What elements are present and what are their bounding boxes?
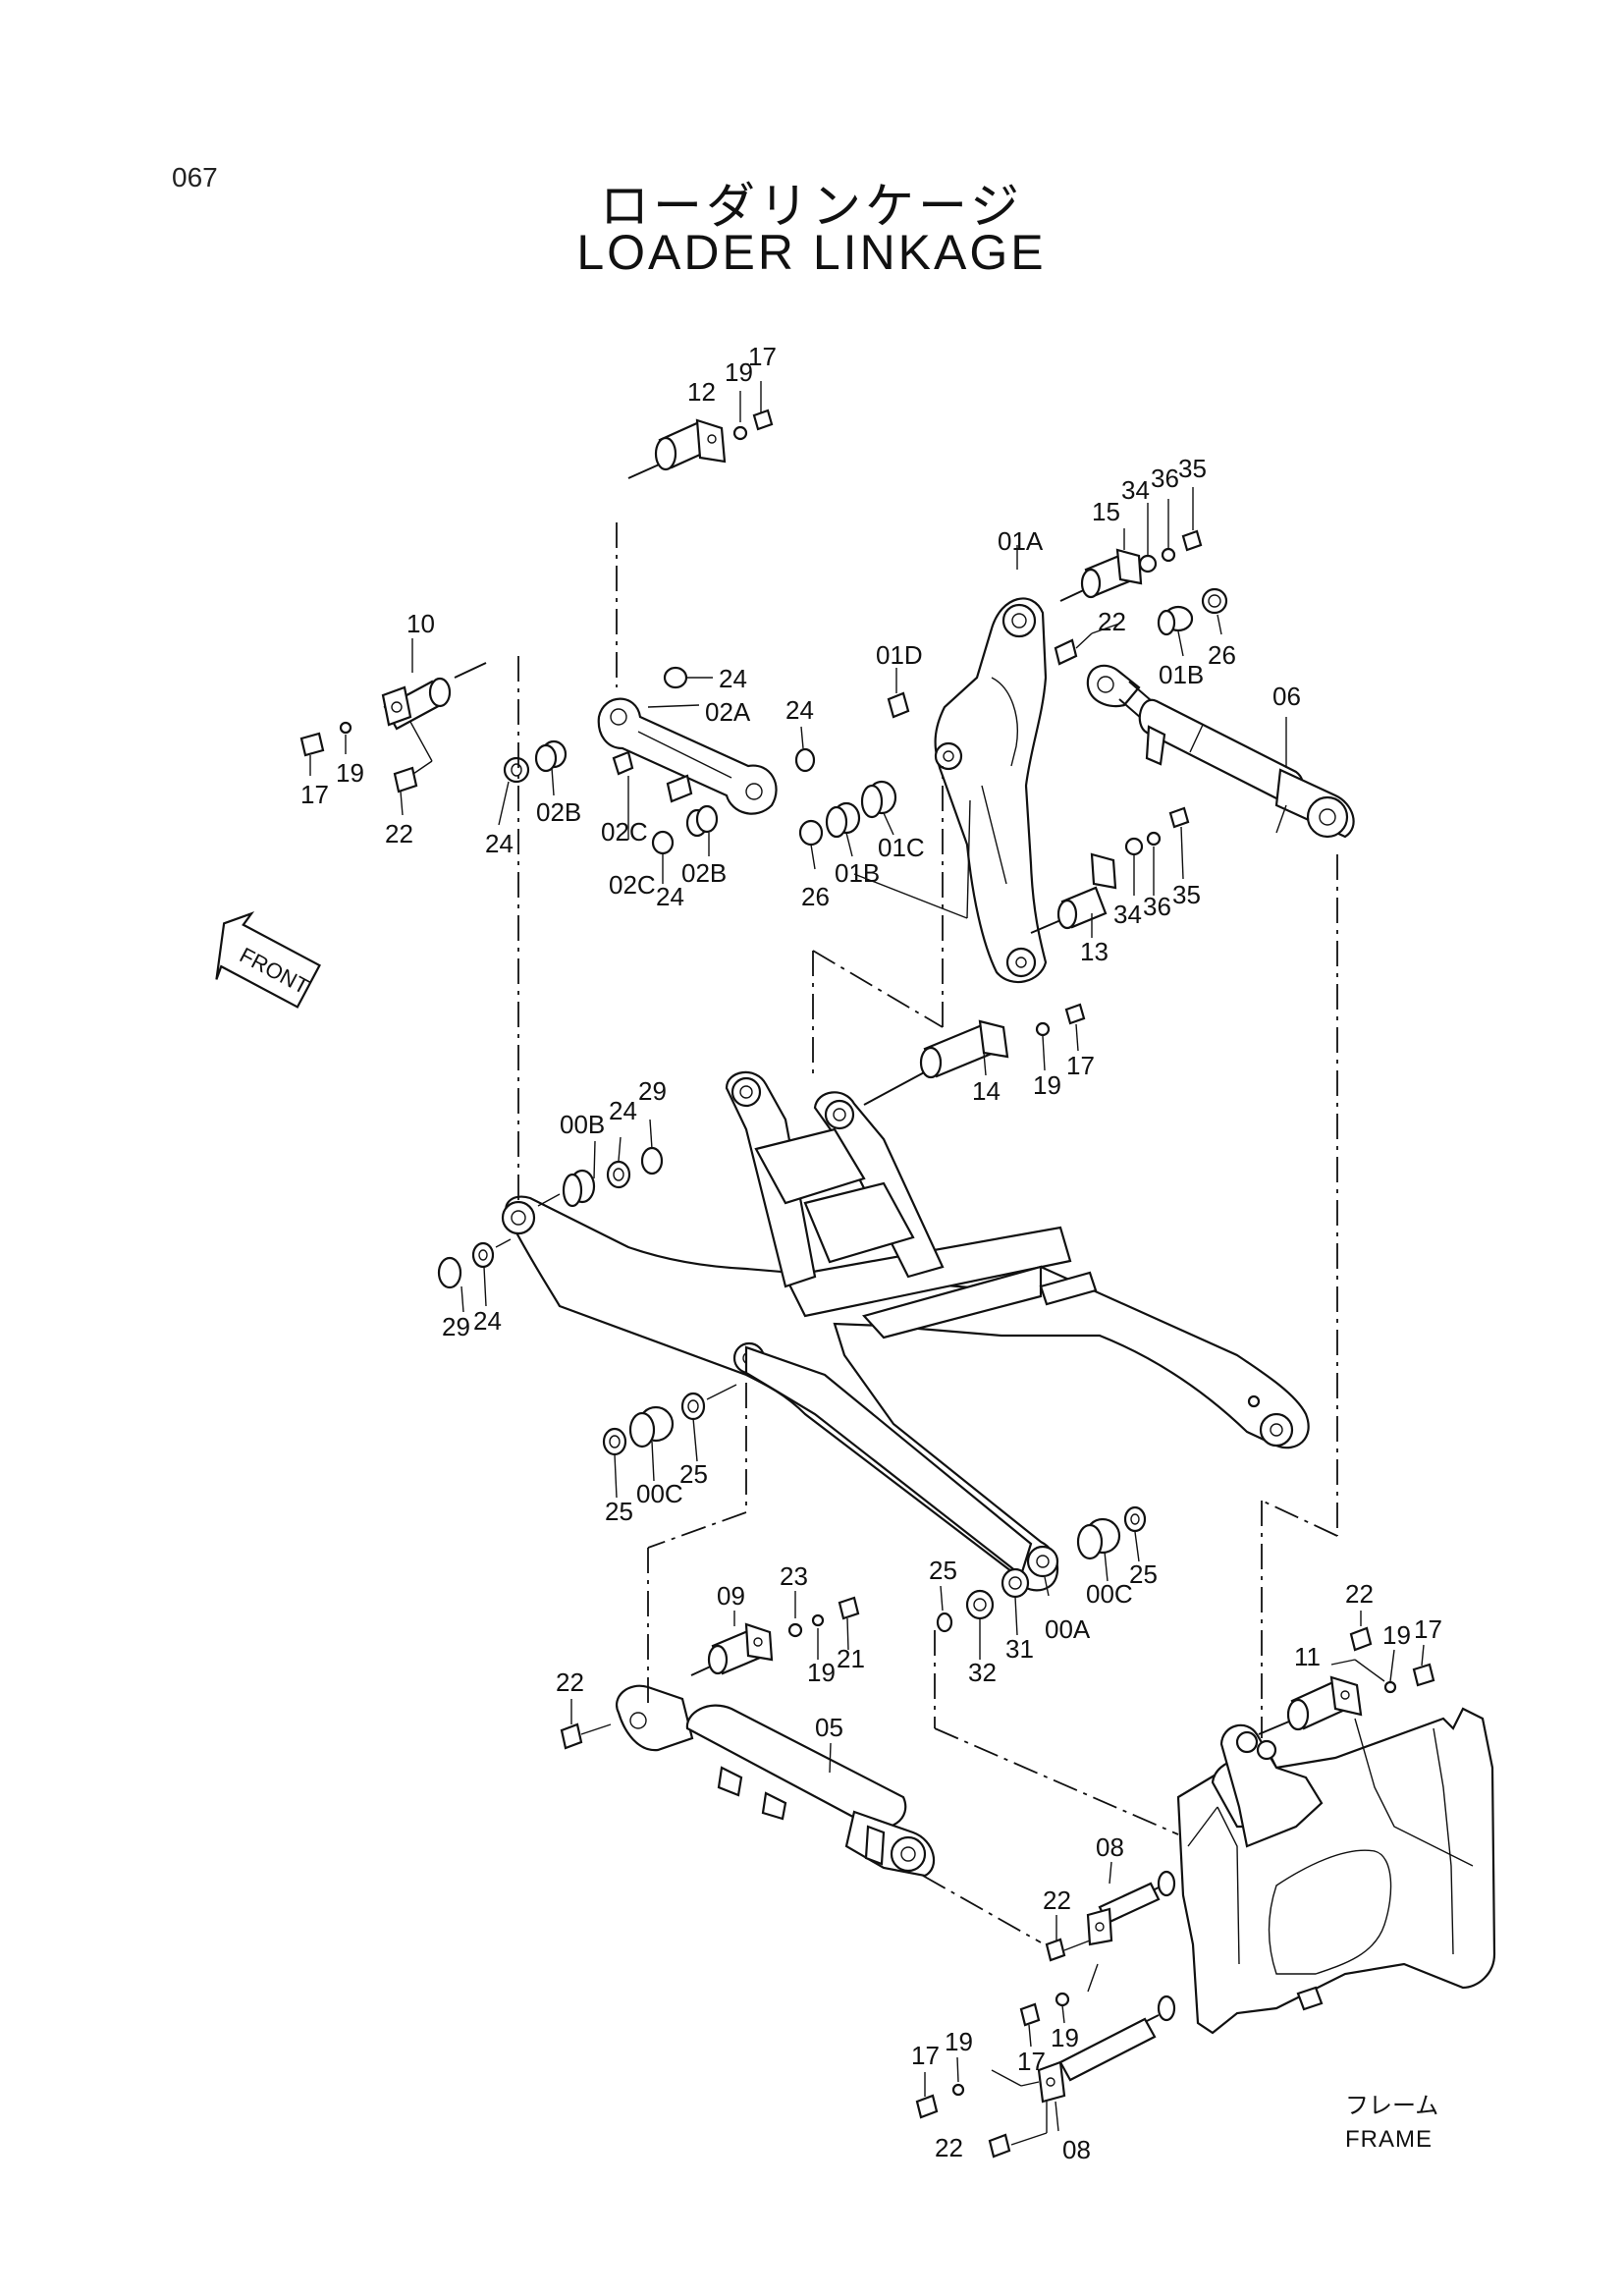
callout-22: 22 <box>1098 607 1126 636</box>
callout-17: 17 <box>1066 1051 1095 1080</box>
callout-24: 24 <box>609 1096 637 1125</box>
bell-crank-01A <box>934 545 1048 983</box>
callout-23: 23 <box>780 1561 808 1591</box>
callout-19: 19 <box>945 2027 973 2056</box>
callout-25: 25 <box>929 1556 957 1585</box>
callout-17: 17 <box>911 2041 940 2070</box>
callout-01B: 01B <box>1159 660 1204 689</box>
pin-10-group <box>299 638 487 816</box>
callout-15: 15 <box>1092 497 1120 526</box>
front-direction-arrow: FRONT <box>215 911 321 1009</box>
pin-11-group <box>1258 1611 1435 1735</box>
pin-13-group <box>1030 806 1190 938</box>
callout-06: 06 <box>1272 682 1301 711</box>
callout-00C: 00C <box>1086 1579 1133 1609</box>
callout-35: 35 <box>1178 454 1207 483</box>
callout-00A: 00A <box>1045 1614 1091 1644</box>
callout-22: 22 <box>1345 1579 1374 1609</box>
callout-32: 32 <box>968 1658 997 1687</box>
grease-fitting-22-top <box>1054 623 1120 666</box>
callout-34: 34 <box>1113 900 1142 929</box>
callout-10: 10 <box>406 609 435 638</box>
frame-label-en: FRAME <box>1345 2126 1433 2153</box>
title-japanese: ローダリンケージ <box>600 178 1023 235</box>
callout-29: 29 <box>442 1312 470 1341</box>
callout-02C: 02C <box>601 817 648 847</box>
part-callouts: 12 19 17 15 34 36 35 01A 22 26 01B 06 10… <box>300 342 1442 2164</box>
callout-35: 35 <box>1172 880 1201 909</box>
callout-19: 19 <box>807 1658 836 1687</box>
arm-bushings <box>437 1119 1147 1660</box>
callout-09: 09 <box>717 1581 745 1611</box>
callout-25: 25 <box>605 1497 633 1526</box>
callout-17: 17 <box>748 342 777 371</box>
frame-label-jp: フレーム <box>1345 2092 1438 2119</box>
callout-36: 36 <box>1151 464 1179 493</box>
callout-19: 19 <box>336 758 364 788</box>
title-english: LOADER LINKAGE <box>576 225 1047 280</box>
grease-fitting-22-left <box>560 1699 612 1750</box>
callout-24: 24 <box>473 1306 502 1336</box>
callout-24: 24 <box>485 829 514 858</box>
callout-19: 19 <box>1051 2023 1079 2052</box>
pin-12-group <box>627 381 774 479</box>
callout-17: 17 <box>1414 1614 1442 1644</box>
pin-09-group <box>690 1591 860 1676</box>
callout-12: 12 <box>687 377 716 407</box>
callout-22: 22 <box>385 819 413 848</box>
callout-14: 14 <box>972 1076 1001 1106</box>
callout-19: 19 <box>1382 1620 1411 1650</box>
callout-11: 11 <box>1294 1642 1321 1671</box>
callout-02B: 02B <box>681 858 727 888</box>
lift-cylinder-05 <box>616 1684 935 1878</box>
callout-01C: 01C <box>878 833 925 862</box>
callout-36: 36 <box>1143 892 1171 921</box>
callout-02A: 02A <box>705 697 751 727</box>
lift-arm <box>501 1070 1310 1592</box>
pin-08-upper-group <box>1019 1861 1161 2048</box>
callout-22: 22 <box>1043 1886 1071 1915</box>
pin-14-group <box>863 1003 1086 1106</box>
bucket-cylinder-06 <box>1086 664 1355 839</box>
callout-31: 31 <box>1005 1634 1034 1664</box>
callout-22: 22 <box>935 2133 963 2162</box>
callout-26: 26 <box>1208 640 1236 670</box>
callout-00C: 00C <box>636 1479 683 1508</box>
callout-01B: 01B <box>835 858 880 888</box>
callout-05: 05 <box>815 1713 843 1742</box>
pin-15-group <box>1059 487 1203 602</box>
callout-17: 17 <box>1017 2047 1046 2076</box>
callout-01A: 01A <box>998 526 1044 556</box>
callout-25: 25 <box>1129 1559 1158 1589</box>
callout-02B: 02B <box>536 797 581 827</box>
callout-25: 25 <box>679 1459 708 1489</box>
callout-21: 21 <box>837 1644 865 1673</box>
callout-24: 24 <box>656 882 684 911</box>
link-02A-rings <box>498 666 816 884</box>
callout-26: 26 <box>801 882 830 911</box>
callout-22: 22 <box>556 1667 584 1697</box>
callout-24: 24 <box>719 664 747 693</box>
link-02A <box>597 697 778 815</box>
assembly-center-lines <box>517 522 1338 1943</box>
callout-19: 19 <box>1033 1070 1061 1100</box>
callout-02C: 02C <box>609 870 656 900</box>
callout-19: 19 <box>725 357 753 387</box>
callout-29: 29 <box>638 1076 667 1106</box>
callout-01D: 01D <box>876 640 923 670</box>
callout-08: 08 <box>1096 1832 1124 1862</box>
callout-34: 34 <box>1121 475 1150 505</box>
bushing-01B-top <box>1157 587 1228 657</box>
bushings-01B-01C <box>798 668 971 919</box>
page-number: 067 <box>172 162 218 192</box>
callout-08: 08 <box>1062 2135 1091 2164</box>
pin-08-lower-group <box>915 2014 1160 2159</box>
callout-24: 24 <box>785 695 814 725</box>
callout-13: 13 <box>1080 937 1109 966</box>
callout-17: 17 <box>300 780 329 809</box>
frame <box>1157 1707 1496 2035</box>
callout-00B: 00B <box>560 1110 605 1139</box>
